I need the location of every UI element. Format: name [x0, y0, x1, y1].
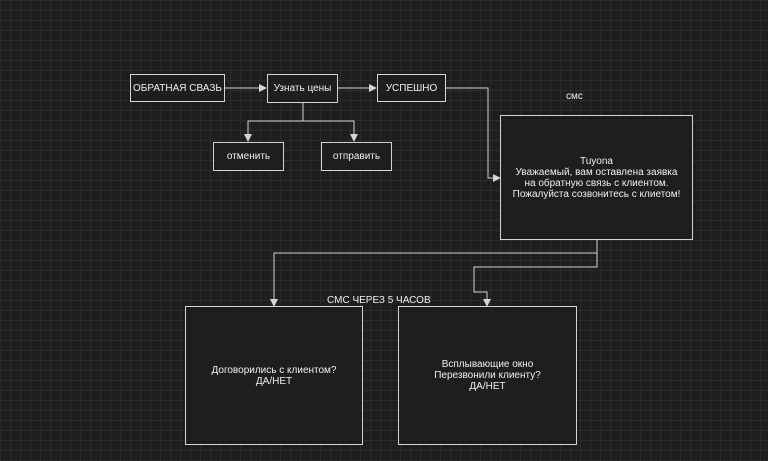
node-success-label: УСПЕШНО [385, 82, 438, 94]
label-sms-after: СМС ЧЕРЕЗ 5 ЧАСОВ [327, 295, 431, 306]
node-sms-message[interactable]: Tuyona Уважаемый, вам оставлена заявка н… [500, 115, 693, 240]
sms-line-3: на обратную связь с клиентом. [524, 177, 669, 189]
node-send[interactable]: отправить [321, 142, 392, 171]
edge-success-to-sms [446, 87, 501, 182]
popup-line-3: ДА/НЕТ [469, 381, 506, 392]
edge-prices-to-cancel [244, 103, 304, 142]
sms-line-4: Пожалуйста созвонитесь с клиетом! [512, 188, 681, 200]
sms-line-1: Tuyona [580, 155, 613, 167]
node-prices-label: Узнать цены [273, 83, 332, 94]
node-send-label: отправить [332, 151, 381, 162]
agreed-line-1: Договорились с клиентом? [211, 364, 337, 376]
edge-sms-to-popup [473, 240, 598, 307]
node-success[interactable]: УСПЕШНО [377, 74, 446, 102]
node-agreed-client[interactable]: Договорились с клиентом? ДА/НЕТ [185, 306, 363, 445]
edge-prices-to-send [302, 103, 358, 142]
label-sms: смс [566, 91, 583, 102]
node-cancel[interactable]: отменить [213, 142, 284, 171]
agreed-line-2: ДА/НЕТ [255, 375, 293, 387]
popup-line-1: Всплывающие окно [441, 359, 534, 370]
node-cancel-label: отменить [226, 151, 271, 162]
sms-line-2: Уважаемый, вам оставлена заявка [515, 166, 678, 178]
popup-line-2: Перезвонили клиенту? [434, 370, 541, 381]
node-feedback-label: ОБРАТНАЯ СВАЗЬ [133, 82, 222, 94]
node-popup[interactable]: Всплывающие окно Перезвонили клиенту? ДА… [398, 306, 577, 445]
edge-sms-to-agreed [270, 240, 598, 307]
node-prices[interactable]: Узнать цены [267, 74, 338, 103]
node-feedback[interactable]: ОБРАТНАЯ СВАЗЬ [130, 74, 225, 102]
